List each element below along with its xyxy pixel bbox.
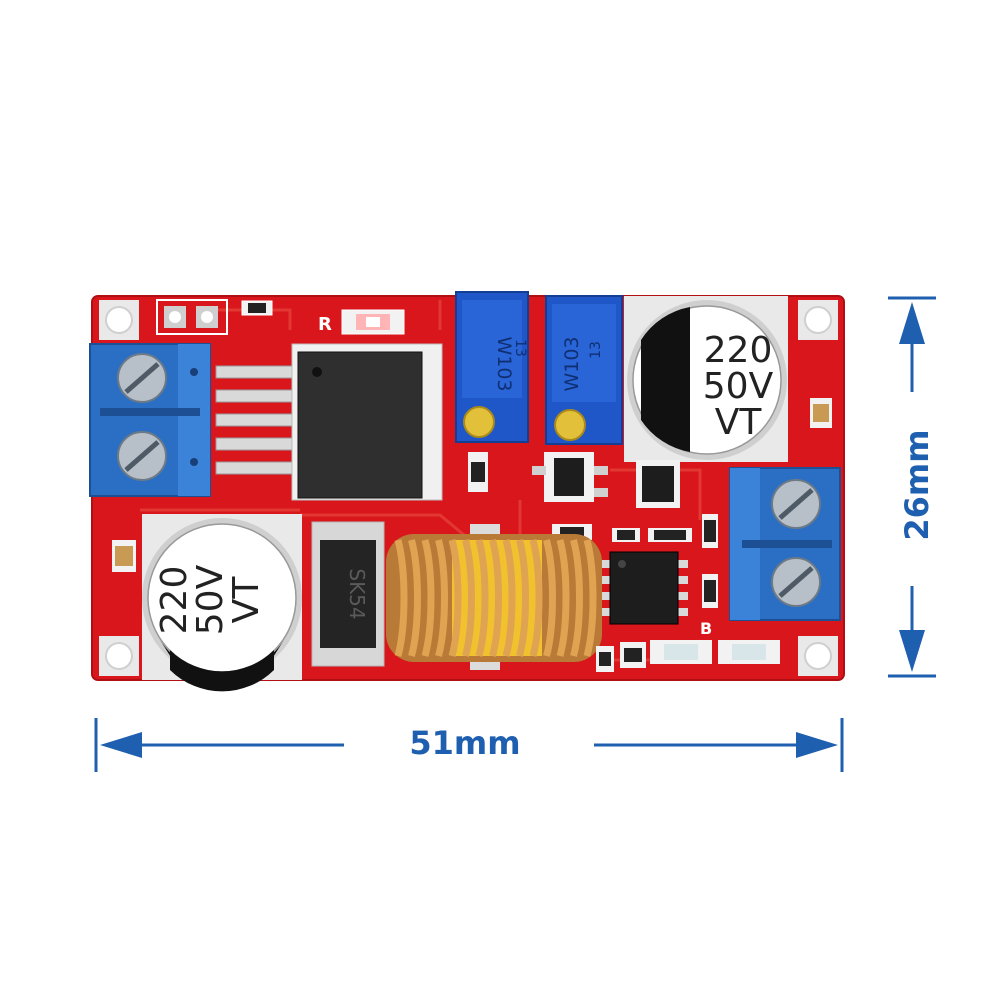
smd-capacitor-right: [810, 398, 832, 428]
inductor-windings: [394, 539, 597, 657]
silkscreen-r: R: [318, 314, 332, 335]
arrow-down-icon: [899, 630, 925, 672]
trimmer-code: W103: [493, 336, 515, 391]
winding-turn: [502, 539, 516, 657]
terminal-screw: [771, 479, 821, 529]
capacitor-left: 220 50V VT: [142, 514, 302, 692]
led-bottom-1: [650, 640, 712, 664]
capacitor-value: 220: [154, 566, 195, 635]
inductor: [386, 524, 602, 670]
winding-turn: [475, 539, 489, 657]
terminal-block-left: [89, 343, 211, 497]
smd-resistor-top: [241, 300, 273, 316]
schottky-diode: SK54: [311, 521, 385, 667]
led-r: [341, 309, 405, 335]
arrow-left-icon: [100, 732, 142, 758]
height-dimension-label: 26mm: [898, 429, 936, 541]
winding-turn: [448, 539, 462, 657]
mounting-holes: [99, 300, 838, 676]
capacitor-voltage: 50V: [190, 564, 231, 635]
winding-turn: [543, 539, 556, 657]
header-pads: [156, 299, 228, 335]
winding-turn: [462, 539, 475, 657]
silkscreen-b: B: [700, 619, 712, 638]
mounting-hole-tr: [798, 300, 838, 340]
led-bottom-2: [718, 640, 780, 664]
dimension-width: [94, 718, 844, 772]
trimmer-pot-2: W103 13: [545, 295, 623, 445]
dimension-height: [888, 296, 936, 678]
capacitor-voltage: 50V: [703, 366, 774, 407]
trimmer-pin: 13: [512, 339, 528, 357]
capacitor-series: VT: [715, 402, 763, 443]
mounting-hole-tl: [99, 300, 139, 340]
winding-turn: [394, 539, 408, 657]
mounting-hole-bl: [99, 636, 139, 676]
terminal-block-right: [729, 467, 841, 621]
smd-resistor-bottom: [596, 642, 646, 672]
winding-turn: [583, 539, 597, 657]
mounting-hole-br: [798, 636, 838, 676]
winding-turn: [435, 539, 448, 657]
diode-marking: SK54: [345, 568, 369, 619]
terminal-screw: [117, 353, 167, 403]
terminal-screw: [117, 431, 167, 481]
width-dimension-label: 51mm: [409, 724, 521, 762]
winding-turn: [556, 539, 570, 657]
winding-turn: [516, 539, 529, 657]
regulator-ic: [215, 343, 443, 501]
soic-chip: [600, 551, 688, 625]
trimmer-pin: 13: [588, 341, 604, 359]
terminal-screw: [771, 557, 821, 607]
winding-turn: [570, 539, 583, 657]
winding-turn: [489, 539, 502, 657]
capacitor-right: 220 50V VT: [624, 296, 788, 462]
capacitor-series: VT: [226, 576, 267, 624]
trimmer-pot-1: W103 13: [455, 291, 529, 443]
arrow-right-icon: [796, 732, 838, 758]
capacitor-value: 220: [704, 330, 773, 371]
winding-turn: [421, 539, 435, 657]
winding-turn: [408, 539, 421, 657]
winding-turn: [529, 539, 543, 657]
arrow-up-icon: [899, 302, 925, 344]
trimmer-code: W103: [561, 336, 583, 391]
smd-capacitor-left: [112, 540, 136, 572]
smd-components: [468, 452, 718, 608]
